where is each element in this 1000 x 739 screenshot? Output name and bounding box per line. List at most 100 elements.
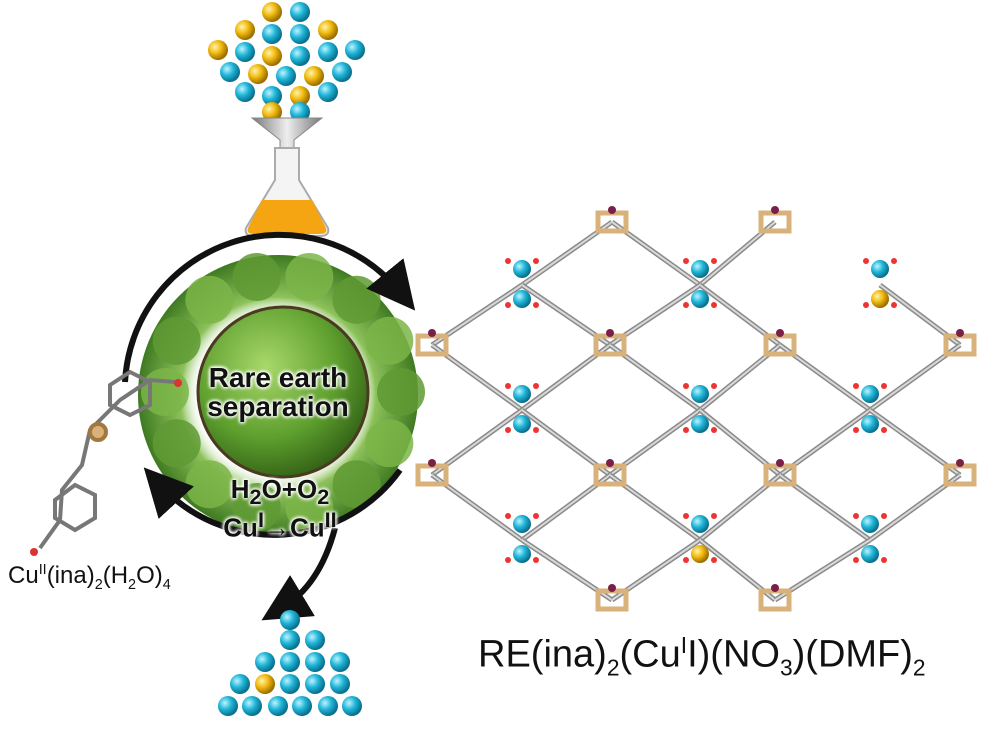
other-ion-ball — [255, 674, 275, 694]
iodine-atom — [428, 329, 436, 337]
re-ion — [513, 415, 531, 433]
re-ion — [691, 415, 709, 433]
re-ion-ball — [280, 610, 300, 630]
re-ion-ball — [218, 696, 238, 716]
other-ion-ball — [304, 66, 324, 86]
re-ion-ball — [290, 102, 310, 122]
funnel-icon — [250, 117, 324, 151]
oxygen-atom — [853, 557, 859, 563]
oxygen-atom — [891, 258, 897, 264]
oxygen-atom — [881, 427, 887, 433]
iodine-atom — [606, 329, 614, 337]
oxygen-atom — [533, 557, 539, 563]
redox-step: CuI→CuII — [223, 506, 337, 543]
re-ion-ball — [330, 674, 350, 694]
re-ion-ball — [262, 24, 282, 44]
cycle-arrow-top — [122, 231, 416, 383]
oxygen-atom — [711, 427, 717, 433]
re-ion — [513, 545, 531, 563]
mof-lattice — [415, 206, 977, 612]
re-ion-ball — [280, 674, 300, 694]
iodine-atom — [771, 206, 779, 214]
other-ion-ball — [262, 2, 282, 22]
tree-canopy — [377, 368, 425, 416]
oxygen-atom — [505, 513, 511, 519]
oxygen-atom — [711, 258, 717, 264]
re-ion-ball — [268, 696, 288, 716]
flask-icon — [244, 147, 330, 237]
oxygen-atom — [863, 302, 869, 308]
re-ion-ball — [345, 40, 365, 60]
globe — [138, 252, 425, 535]
iodine-atom — [776, 459, 784, 467]
re-ion-ball — [235, 82, 255, 102]
re-ion-ball — [318, 82, 338, 102]
iodine-atom — [776, 329, 784, 337]
re-ion-ball — [276, 66, 296, 86]
re-ion-ball — [318, 42, 338, 62]
tree-canopy — [365, 316, 414, 365]
re-ion-ball — [290, 24, 310, 44]
oxygen-atom — [853, 513, 859, 519]
oxygen-atom — [533, 513, 539, 519]
tree-canopy — [285, 483, 334, 532]
re-ion-ball — [220, 62, 240, 82]
iodine-atom — [956, 459, 964, 467]
re-ion-ball — [305, 674, 325, 694]
oxygen-atom — [891, 302, 897, 308]
precursor-molecule — [30, 369, 182, 556]
other-ion-ball — [290, 86, 310, 106]
iodine-atom — [956, 329, 964, 337]
re-ion — [691, 260, 709, 278]
oxygen-atom — [853, 427, 859, 433]
oxygen-atom — [533, 427, 539, 433]
separated-ion-cluster — [218, 610, 362, 716]
tree-canopy — [285, 252, 334, 301]
re-ion — [691, 385, 709, 403]
oxygen-atom — [505, 302, 511, 308]
re-ion-ball — [318, 696, 338, 716]
tree-canopy — [332, 460, 381, 509]
tree-canopy — [232, 252, 281, 301]
oxygen-atom — [683, 427, 689, 433]
mof-formula-label: RE(ina)2(CuII)(NO3)(DMF)2 — [478, 632, 926, 681]
re-ion — [513, 260, 531, 278]
re-ion — [691, 545, 709, 563]
oxygen-atom — [711, 302, 717, 308]
tree-canopy — [185, 460, 234, 509]
oxygen-atom — [505, 258, 511, 264]
oxygen-atom — [683, 383, 689, 389]
oxygen-atom — [711, 557, 717, 563]
re-ion-ball — [305, 630, 325, 650]
re-ion-ball — [262, 86, 282, 106]
oxygen-atom — [881, 557, 887, 563]
re-ion — [871, 260, 889, 278]
oxygen-atom — [863, 258, 869, 264]
tree-canopy — [185, 275, 234, 324]
iodine-atom — [771, 584, 779, 592]
output-arrow — [261, 527, 338, 621]
oxygen-atom — [533, 258, 539, 264]
other-ion-ball — [248, 64, 268, 84]
oxygen-atom — [683, 513, 689, 519]
oxygen-atom — [711, 383, 717, 389]
oxygen-atom — [881, 513, 887, 519]
re-ion — [513, 290, 531, 308]
other-ion-ball — [235, 20, 255, 40]
globe-caption: Rare earth separation — [207, 362, 349, 423]
re-ion-ball — [292, 696, 312, 716]
oxygen-atom — [505, 557, 511, 563]
re-ion — [513, 385, 531, 403]
re-ion — [861, 415, 879, 433]
tree-canopy — [152, 419, 201, 468]
reactants: H2O+O2 — [230, 474, 330, 510]
iodine-atom — [608, 206, 616, 214]
re-ion-ball — [330, 652, 350, 672]
mixed-ion-cluster — [208, 2, 365, 122]
iodine-atom — [608, 584, 616, 592]
iodine-atom — [606, 459, 614, 467]
other-ion-ball — [318, 20, 338, 40]
other-ion-ball — [262, 46, 282, 66]
